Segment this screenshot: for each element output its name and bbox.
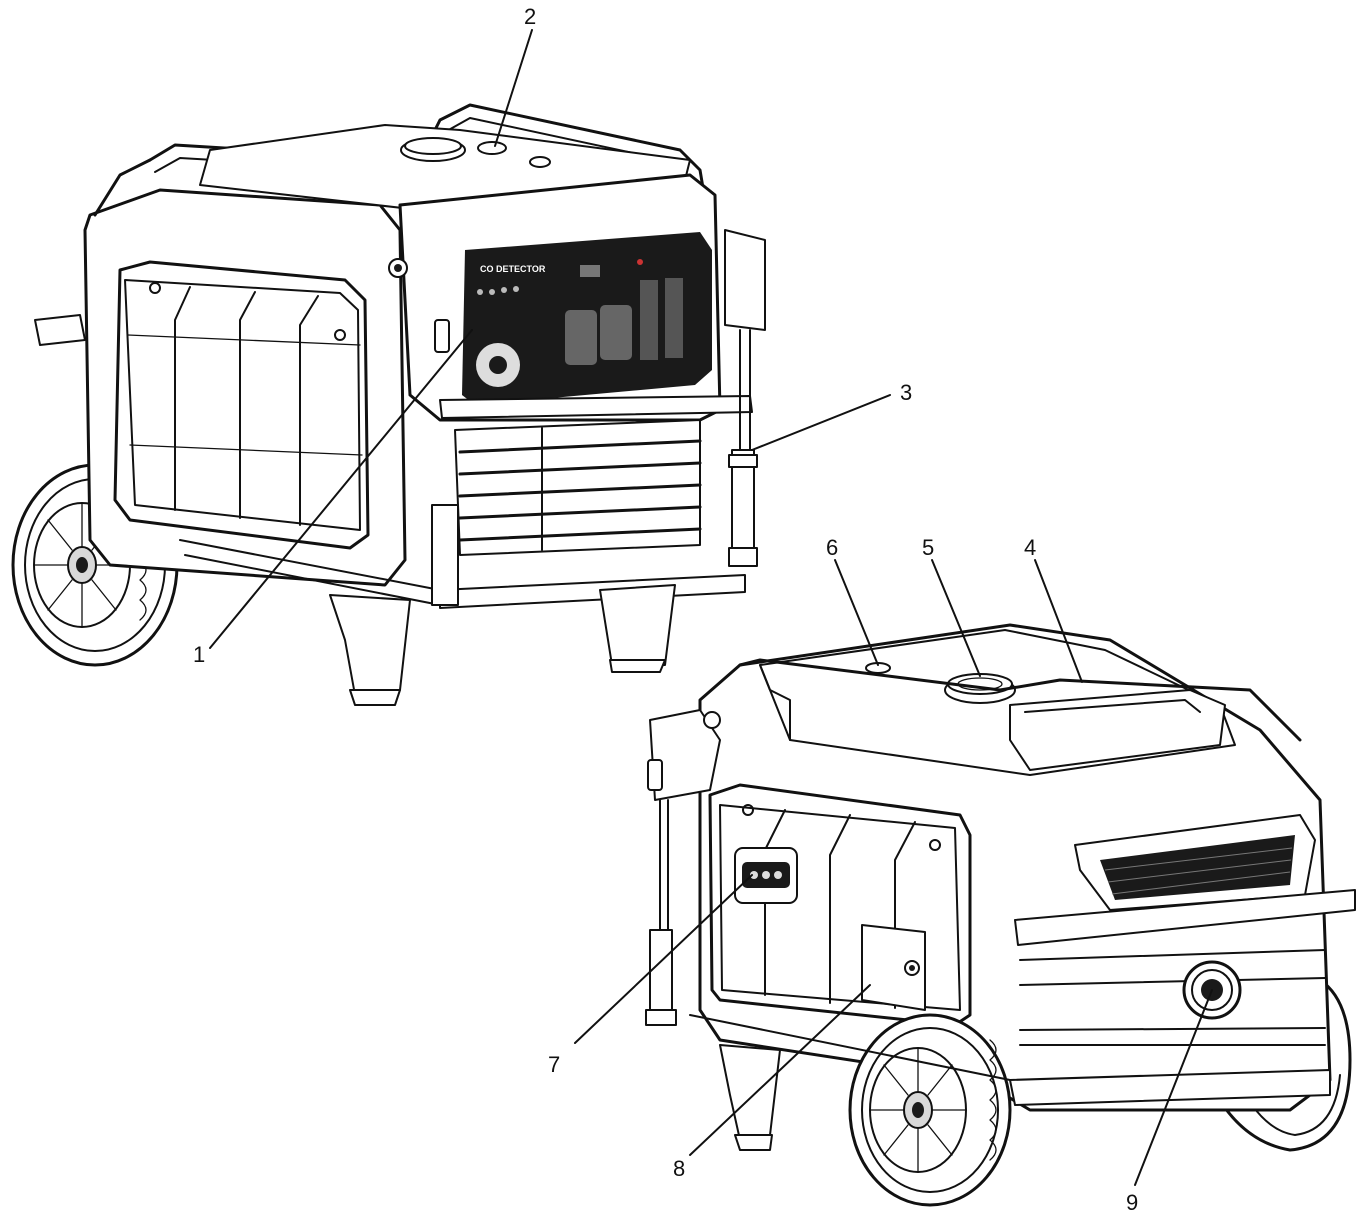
leader-1 xyxy=(209,329,473,649)
co-detector-label: CO DETECTOR xyxy=(480,264,546,274)
callout-leaders xyxy=(209,29,1213,1186)
parallel-port xyxy=(734,847,798,904)
leader-3 xyxy=(751,394,891,451)
callout-4: 4 xyxy=(1024,535,1036,560)
leader-7 xyxy=(574,874,753,1044)
rear-foot xyxy=(719,1044,781,1141)
outlet-2 xyxy=(600,305,632,360)
fuel-gauge xyxy=(477,141,507,155)
front-foot-right xyxy=(599,584,676,666)
leader-6 xyxy=(834,559,879,666)
callout-5: 5 xyxy=(922,535,934,560)
callout-1: 1 xyxy=(193,642,205,667)
callout-9: 9 xyxy=(1126,1190,1138,1214)
outlet-1 xyxy=(565,310,597,365)
callout-8: 8 xyxy=(673,1156,685,1181)
callout-7: 7 xyxy=(548,1052,560,1077)
front-vent-grille xyxy=(454,419,702,556)
access-cover xyxy=(861,924,926,1011)
callout-2: 2 xyxy=(524,4,536,29)
rear-front-wheel xyxy=(848,1013,1012,1207)
leader-9 xyxy=(1134,989,1213,1186)
callout-numbers: 1 2 3 4 5 6 7 8 9 xyxy=(193,4,1138,1214)
callout-6: 6 xyxy=(826,535,838,560)
generator-rear-view xyxy=(645,623,1356,1207)
side-handle xyxy=(34,314,86,346)
leader-4 xyxy=(1034,559,1083,683)
telescoping-handle xyxy=(724,229,766,567)
generator-front-view: CO DETECTOR xyxy=(11,103,766,706)
front-foot-left xyxy=(329,594,411,696)
leader-5 xyxy=(931,559,981,677)
leader-8 xyxy=(689,984,871,1156)
leader-2 xyxy=(494,29,533,147)
rear-exhaust-vent xyxy=(1074,814,1316,911)
callout-3: 3 xyxy=(900,380,912,405)
